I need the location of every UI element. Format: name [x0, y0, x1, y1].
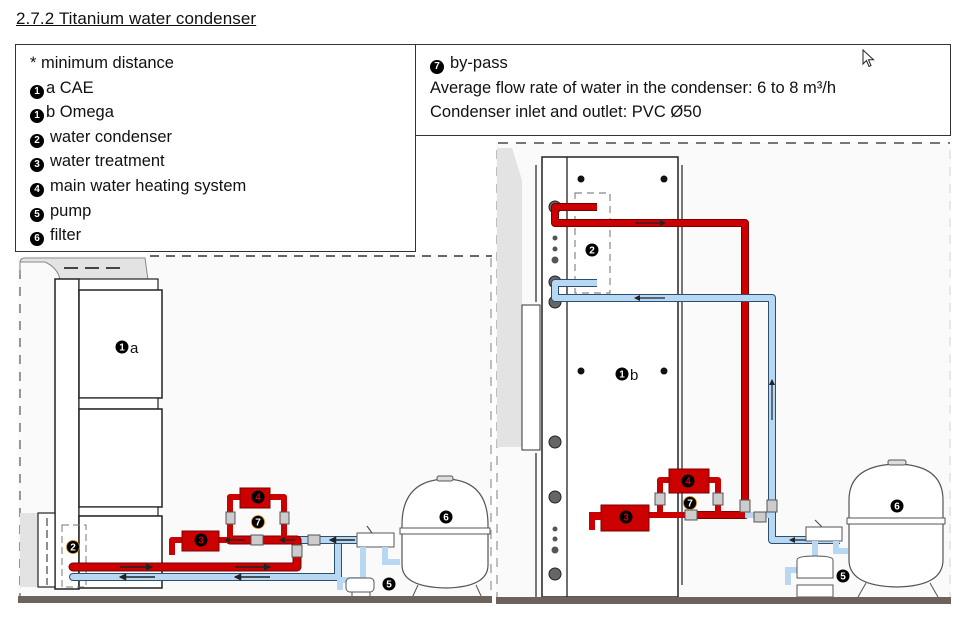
svg-text:b: b	[630, 367, 638, 384]
label-2-left: 2	[66, 540, 80, 554]
floor-left	[18, 596, 492, 603]
svg-text:4: 4	[255, 493, 261, 504]
label-7-right: 7	[683, 496, 697, 510]
multiport-valve-right	[805, 526, 843, 542]
valve	[291, 544, 303, 558]
wall-cap	[19, 257, 149, 281]
svg-text:3: 3	[198, 536, 204, 547]
svg-text:2: 2	[589, 246, 595, 257]
svg-text:6: 6	[443, 513, 449, 524]
label-1b: 1 b	[615, 367, 638, 384]
valve	[279, 511, 290, 525]
valve	[753, 511, 767, 523]
label-1a: 1 a	[115, 340, 139, 357]
svg-text:3: 3	[623, 513, 629, 524]
bypass-valve	[250, 534, 264, 546]
label-6-left: 6	[439, 510, 453, 524]
multiport-valve-left	[356, 532, 395, 548]
svg-text:1: 1	[119, 343, 125, 354]
section-title: 2.7.2 Titanium water condenser	[16, 9, 257, 28]
number-7-icon: 7	[430, 60, 444, 74]
number-4-icon: 4	[30, 182, 44, 197]
svg-text:7: 7	[687, 499, 693, 510]
valve	[766, 499, 778, 513]
pointer-arrow-icon	[862, 49, 875, 68]
pump-right	[796, 555, 834, 579]
label-3-right: 3	[619, 510, 633, 524]
filter-right	[848, 463, 944, 588]
svg-text:6: 6	[894, 502, 900, 513]
pump-left	[345, 577, 375, 593]
number-1-icon: 1	[30, 84, 44, 99]
label-5-left: 5	[382, 577, 396, 591]
floor-right	[496, 597, 951, 604]
number-5-icon: 5	[30, 207, 44, 222]
svg-text:7: 7	[255, 518, 261, 529]
legend-item-minimum-distance: * minimum distance	[30, 54, 174, 72]
number-1-icon: 1	[30, 109, 44, 124]
svg-text:2: 2	[70, 543, 76, 554]
label-4-left: 4	[251, 490, 265, 504]
left-panel: 1 a 2 4	[18, 255, 492, 603]
label-7-left: 7	[251, 515, 265, 529]
inlet-outlet-note: Condenser inlet and outlet: PVC Ø50	[430, 103, 702, 122]
valve	[654, 492, 666, 506]
svg-text:5: 5	[840, 572, 846, 583]
unit-cae	[20, 278, 163, 590]
svg-text:1: 1	[619, 370, 625, 381]
label-5-right: 5	[836, 569, 850, 583]
right-panel: 1 b 2 4 3	[496, 142, 951, 604]
label-3-left: 3	[194, 533, 208, 547]
valve	[307, 534, 321, 546]
label-6-right: 6	[890, 499, 904, 513]
condenser-outline-right	[574, 192, 611, 294]
svg-text:4: 4	[685, 477, 691, 488]
number-3-icon: 3	[30, 158, 44, 173]
number-6-icon: 6	[30, 232, 44, 247]
label-2-right: 2	[585, 243, 599, 257]
label-4-right: 4	[681, 474, 695, 488]
valve	[712, 492, 724, 506]
valve	[739, 499, 751, 513]
condenser-outline	[61, 524, 87, 588]
svg-text:5: 5	[386, 580, 392, 591]
bypass-valve	[684, 509, 698, 521]
number-2-icon: 2	[30, 133, 44, 148]
valve	[225, 511, 236, 525]
wall-right	[497, 148, 522, 447]
svg-text:a: a	[130, 340, 139, 357]
flow-rate-note: Average flow rate of water in the conden…	[430, 78, 836, 97]
